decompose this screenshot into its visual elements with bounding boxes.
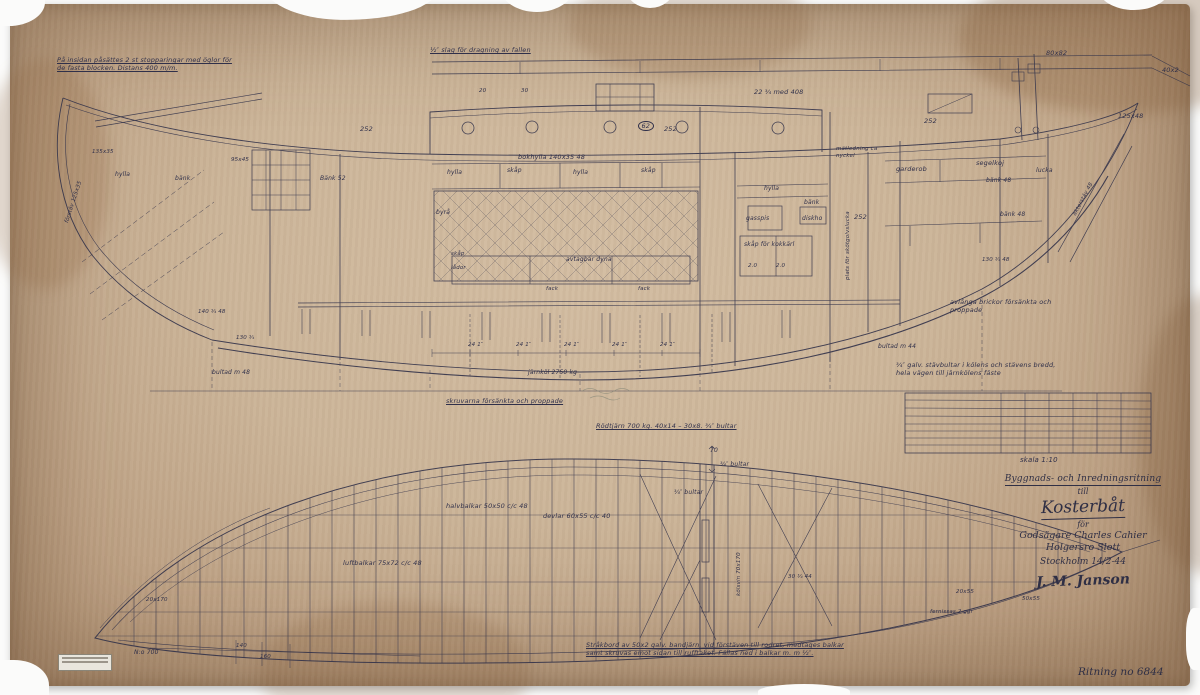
title-block-text: Stockholm 14/2-44: [1040, 557, 1126, 567]
title-block-line: för: [985, 520, 1181, 529]
title-block-estate: Holgersro Slott: [985, 542, 1181, 553]
archive-sticker: [58, 654, 112, 671]
pencil-scribble-note: [581, 388, 631, 401]
title-block-signature: J. M. Janson: [985, 570, 1181, 593]
signature-text: J. M. Janson: [1035, 571, 1131, 591]
title-block-text: Byggnads- och Inredningsritning: [1004, 474, 1162, 486]
lower-drawing-framing: [94, 445, 1161, 668]
title-block-text: Godsägare Charles Cahier: [1019, 530, 1147, 541]
title-block-text: Kosterbåt: [1040, 495, 1126, 521]
title-block-text: för: [1077, 520, 1089, 529]
title-block-owner: Godsägare Charles Cahier: [985, 530, 1181, 541]
drawing-number: Ritning no 6844: [1078, 666, 1164, 678]
title-block-text: Holgersro Slott: [1045, 542, 1121, 553]
upper-drawing-hull-profile: [56, 53, 1191, 392]
title-block-line: Byggnads- och Inredningsritning: [985, 474, 1181, 486]
title-block-date: Stockholm 14/2-44: [985, 557, 1181, 567]
title-block-boat-name: Kosterbåt: [985, 494, 1182, 521]
planking-scale-table: [904, 392, 1152, 454]
title-block: Byggnads- och Inredningsritning till Kos…: [985, 474, 1182, 591]
title-block-text: till: [1077, 487, 1089, 496]
title-block-line: till: [985, 487, 1181, 496]
